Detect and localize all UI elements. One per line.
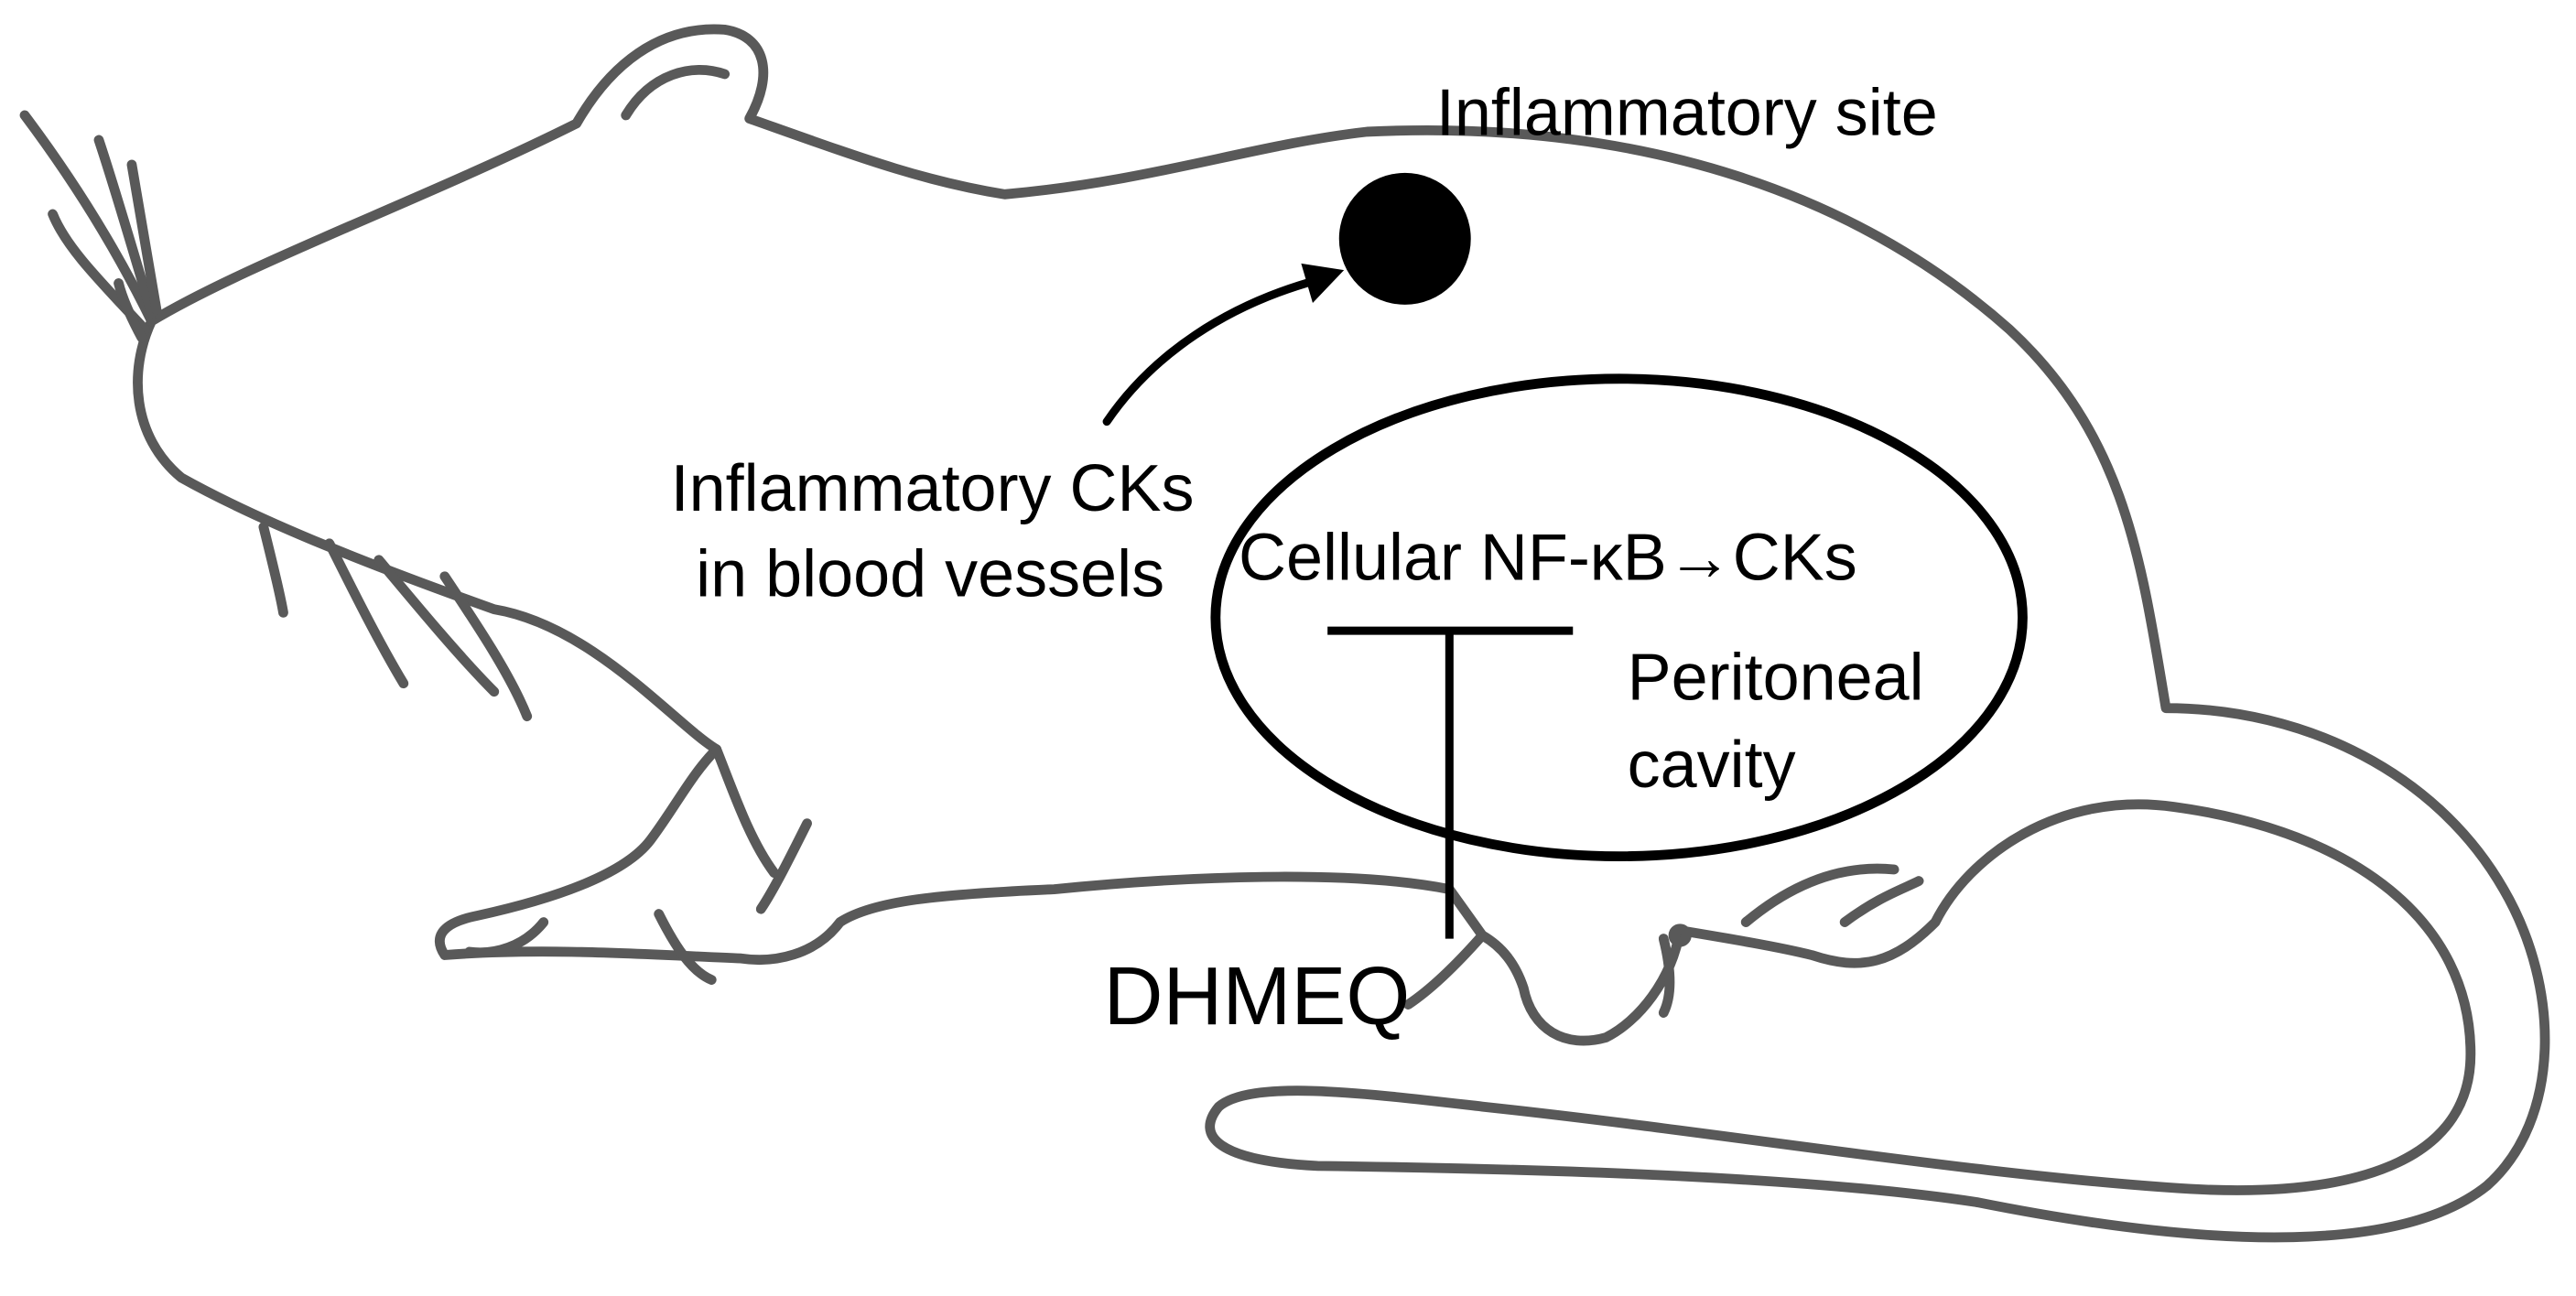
- arrow-shaft: [1102, 275, 1322, 427]
- mouse-front-leg: [711, 744, 780, 878]
- peritoneal-label-line1: Peritoneal: [1628, 642, 1924, 715]
- mouse-ear-inner: [621, 64, 731, 121]
- inflammatory-site-label: Inflammatory site: [1436, 77, 1938, 150]
- mouse-whisker: [258, 522, 288, 618]
- mouse-whisker: [93, 135, 157, 319]
- mouse-hind-leg: [1740, 863, 1900, 927]
- cks-label-line1: Inflammatory CKs: [671, 452, 1195, 525]
- cks-label-line2: in blood vessels: [696, 537, 1164, 610]
- mouse-whisker: [373, 555, 500, 697]
- arrow-to-site: [1102, 263, 1345, 427]
- mouse-toe: [464, 917, 549, 958]
- drug-label: DHMEQ: [1103, 951, 1410, 1042]
- mouse-hind-spot: [1668, 923, 1692, 947]
- cellular-pathway-label: Cellular NF-κB→CKs: [1239, 521, 1857, 594]
- peritoneal-cavity-ellipse: [1210, 373, 2028, 862]
- mouse-whisker: [439, 571, 533, 722]
- mouse-hind-toe: [1402, 930, 1488, 1010]
- inflammatory-site-dot: [1338, 172, 1471, 305]
- mouse-whisker: [19, 110, 157, 327]
- mouse-whisker: [324, 538, 409, 689]
- mouse-toe: [654, 909, 717, 985]
- mouse-whisker: [126, 159, 162, 315]
- inhibition-symbol: [1327, 626, 1574, 939]
- arrow-head: [1301, 263, 1345, 304]
- mouse-front-leg: [755, 818, 813, 914]
- mouse-whisker: [114, 278, 147, 343]
- mouse-hind-leg: [1839, 876, 1924, 927]
- mouse-hind-toe: [1658, 934, 1675, 1018]
- peritoneal-label-line2: cavity: [1628, 729, 1796, 802]
- mouse-silhouette-icon: [19, 24, 2550, 1243]
